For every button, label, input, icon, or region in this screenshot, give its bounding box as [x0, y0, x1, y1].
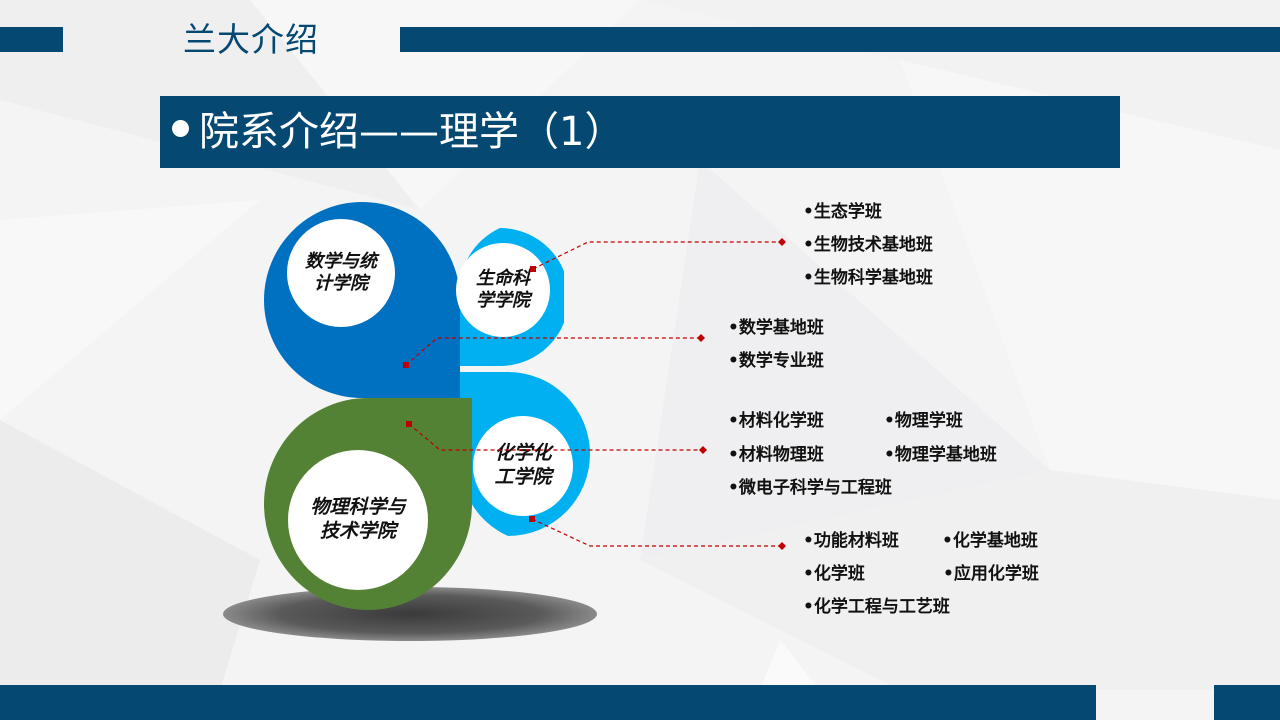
- connector-start-life: [530, 266, 536, 272]
- college-life-line1: 生命科: [476, 267, 530, 289]
- college-life-science[interactable]: 生命科学学院: [456, 243, 550, 337]
- college-chemistry[interactable]: 化学化工学院: [473, 416, 573, 516]
- college-math-line2: 计学院: [314, 273, 368, 294]
- shadow-ellipse: [223, 587, 597, 641]
- program-item: •应用化学班: [943, 564, 1039, 584]
- top-bar-left: [0, 27, 63, 52]
- college-life-line2: 学学院: [476, 290, 530, 311]
- college-physics[interactable]: 物理科学与技术学院: [288, 450, 428, 590]
- college-phys-line1: 物理科学与: [310, 496, 406, 519]
- program-item: •功能材料班: [803, 531, 899, 551]
- program-item: •物理学基地班: [884, 445, 997, 465]
- program-item: •化学班: [803, 564, 865, 584]
- bottom-bar-right: [1214, 685, 1280, 720]
- top-bar-right: [400, 27, 1280, 52]
- program-item: •物理学班: [884, 411, 963, 431]
- connector-start-math: [403, 362, 409, 368]
- program-item: •数学基地班: [728, 318, 824, 338]
- program-item: •微电子科学与工程班: [728, 478, 892, 498]
- college-chem-line2: 工学院: [494, 466, 552, 488]
- program-item: •生物科学基地班: [803, 268, 933, 288]
- connector-start-chem: [529, 516, 535, 522]
- program-item: •化学基地班: [942, 531, 1038, 551]
- section-title: 兰大介绍: [183, 20, 319, 59]
- college-phys-line2: 技术学院: [319, 520, 396, 542]
- program-item: •生物技术基地班: [803, 235, 933, 255]
- program-item: •材料物理班: [728, 445, 824, 465]
- college-math[interactable]: 数学与统计学院: [287, 219, 395, 327]
- header-title-text: 院系介绍——理学（1）: [199, 109, 625, 155]
- header-title: 院系介绍——理学（1）: [172, 96, 624, 168]
- bullet-icon: [172, 119, 189, 137]
- bottom-bar-left: [0, 685, 1096, 720]
- college-chem-line1: 化学化: [494, 442, 552, 465]
- program-item: •材料化学班: [728, 411, 824, 431]
- program-item: •化学工程与工艺班: [803, 597, 950, 617]
- program-item: •生态学班: [803, 202, 882, 222]
- header-banner: 院系介绍——理学（1）: [160, 96, 1120, 168]
- program-item: •数学专业班: [728, 351, 824, 371]
- connector-start-physics: [406, 421, 412, 427]
- college-math-line1: 数学与统: [305, 250, 377, 272]
